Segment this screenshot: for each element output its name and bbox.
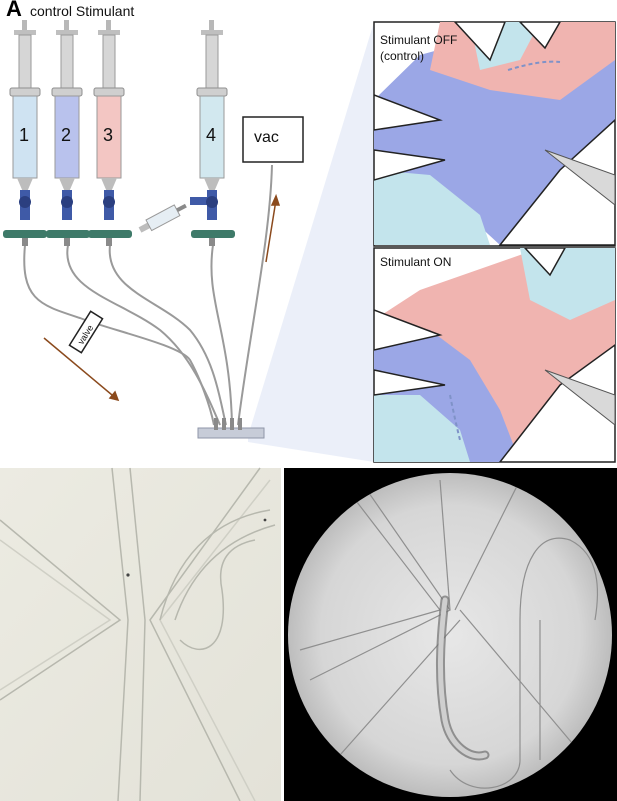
panel-c xyxy=(284,468,617,801)
panel-a: control Stimulant 1 xyxy=(3,3,616,463)
panel-b xyxy=(0,467,281,801)
inset-bottom-title: Stimulant ON xyxy=(380,255,451,269)
inset-stimulant-on: Stimulant ON xyxy=(373,247,616,463)
inset-top-title-line1: Stimulant OFF xyxy=(380,33,457,47)
inline-valve: valve xyxy=(68,310,104,354)
syringe-group-header: control Stimulant xyxy=(30,3,134,19)
valve-icon xyxy=(103,190,115,220)
panel-a-letter: A xyxy=(6,0,22,21)
syringe-1: 1 xyxy=(3,20,47,246)
syringe-1-number: 1 xyxy=(19,125,29,145)
valve-icon xyxy=(61,190,73,220)
valve-icon xyxy=(190,190,218,220)
syringe-icon xyxy=(138,203,187,233)
syringe-2-number: 2 xyxy=(61,125,71,145)
vacuum-box xyxy=(242,116,304,163)
microfluidic-chip-icon xyxy=(197,418,265,439)
syringe-4-number: 4 xyxy=(206,125,216,145)
syringe-3-number: 3 xyxy=(103,125,113,145)
worm-icon xyxy=(435,595,490,761)
syringe-2: 2 xyxy=(46,20,90,246)
tubing xyxy=(23,164,273,426)
valve-icon xyxy=(19,190,31,220)
syringe-4: 4 xyxy=(190,20,235,246)
vacuum-label: vac xyxy=(254,129,279,146)
inset-stimulant-off: Stimulant OFF (control) xyxy=(373,21,616,247)
syringe-3: 3 xyxy=(88,20,132,246)
inset-projection xyxy=(248,22,374,462)
inset-top-title-line2: (control) xyxy=(380,49,424,63)
flow-arrows xyxy=(43,193,281,402)
